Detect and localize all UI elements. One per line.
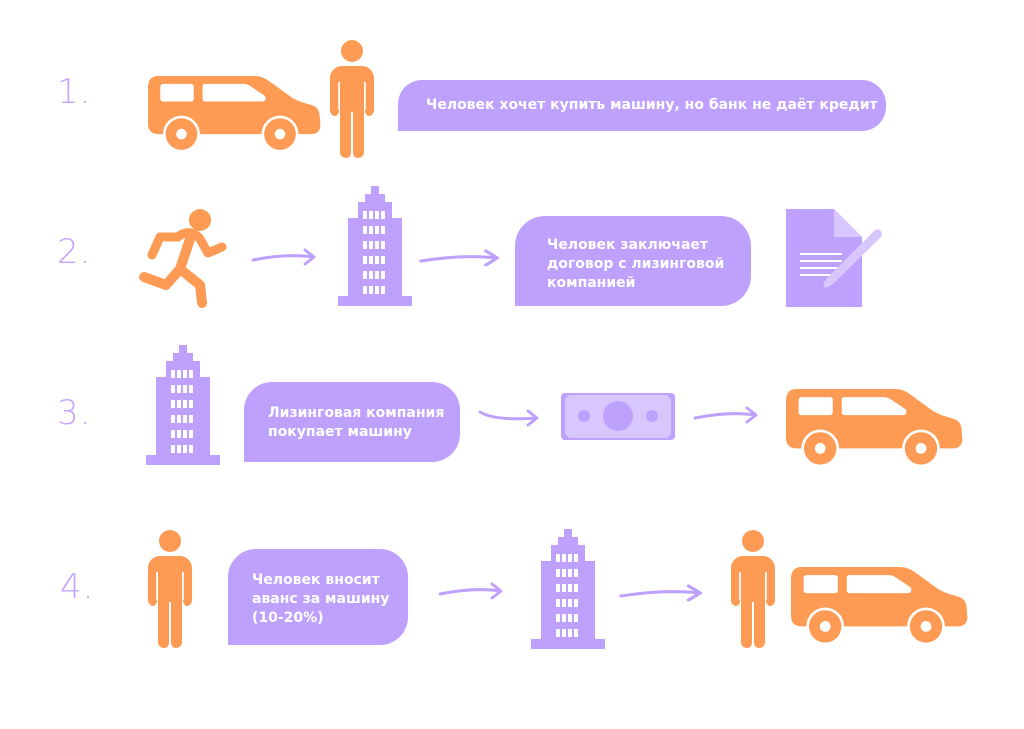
building-icon: [338, 186, 412, 306]
arrow-icon[interactable]: [478, 409, 540, 427]
building-icon: [531, 529, 605, 649]
person-icon: [147, 529, 193, 649]
step-1-text: Человек хочет купить машину, но банк не …: [426, 97, 878, 113]
arrow-icon[interactable]: [438, 582, 504, 600]
step-3-text-line-2: покупает машину: [268, 424, 412, 440]
step-4-text-line-2: аванс за машину: [252, 591, 390, 607]
step-3-bubble: Лизинговая компания покупает машину: [244, 382, 460, 462]
step-number-4: 4.: [60, 567, 95, 607]
person-icon: [730, 529, 776, 649]
step-2-bubble: Человек заключает договор с лизинговой к…: [515, 216, 751, 306]
step-4-text-line-1: Человек вносит: [252, 572, 380, 588]
step-3-text-line-1: Лизинговая компания: [268, 405, 445, 421]
arrow-icon[interactable]: [693, 406, 759, 424]
step-4-bubble: Человек вносит аванс за машину (10-20%): [228, 549, 408, 645]
arrow-icon[interactable]: [419, 249, 501, 267]
step-number-3: 3.: [57, 393, 92, 433]
step-2-text-line-2: договор с лизинговой: [547, 256, 725, 272]
document-signing-icon: [786, 209, 882, 307]
step-2-text-line-3: компанией: [547, 275, 636, 291]
arrow-icon[interactable]: [619, 584, 703, 602]
building-icon: [146, 345, 220, 465]
step-2-text-line-1: Человек заключает: [547, 237, 709, 253]
car-icon: [148, 76, 321, 153]
car-icon: [786, 389, 963, 468]
step-number-1: 1.: [57, 72, 92, 112]
step-number-2: 2.: [57, 232, 92, 272]
car-icon: [791, 567, 968, 646]
person-icon: [329, 39, 375, 159]
running-person-icon: [139, 209, 227, 308]
arrow-icon[interactable]: [251, 248, 317, 266]
money-icon: [561, 393, 675, 440]
step-1-bubble: Человек хочет купить машину, но банк не …: [398, 80, 886, 131]
step-4-text-line-3: (10-20%): [252, 610, 324, 626]
